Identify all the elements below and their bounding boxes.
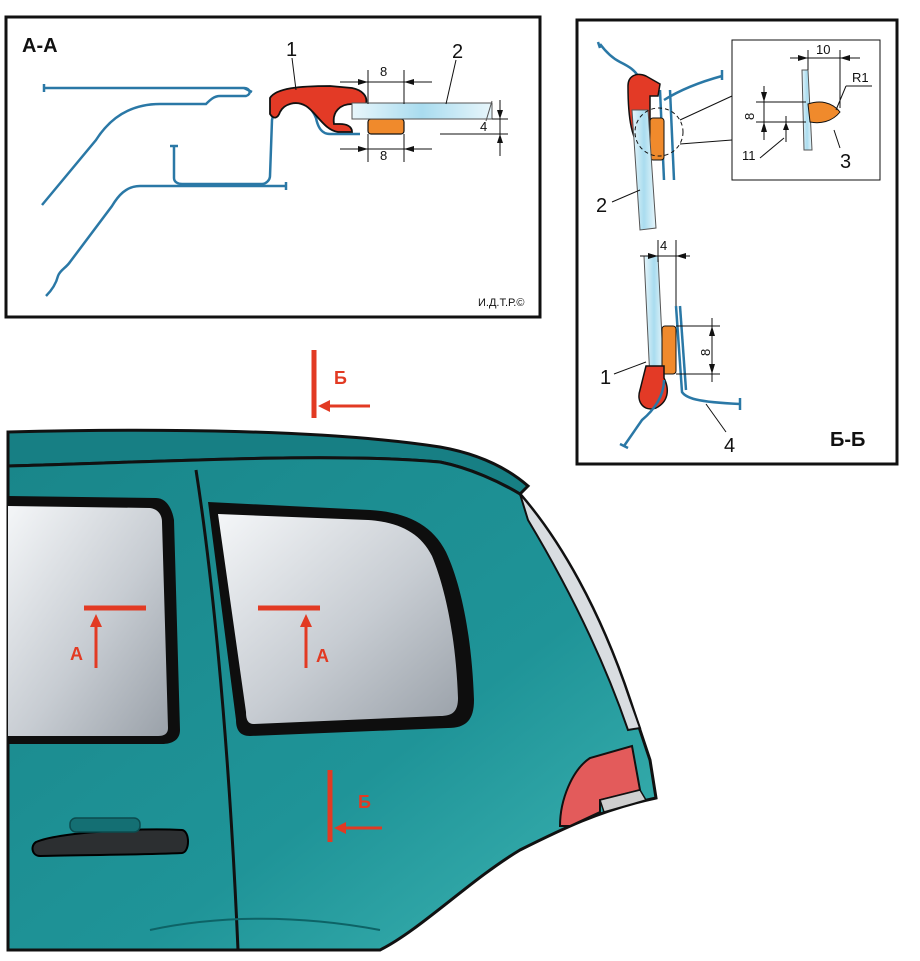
aa-dim-bottom: 8 bbox=[380, 148, 387, 163]
bb-detail-dim-10: 10 bbox=[816, 42, 830, 57]
aa-dim-top: 8 bbox=[380, 64, 387, 79]
section-bb-panel: Б-Б bbox=[575, 18, 899, 466]
marker-a-right-label: А bbox=[316, 646, 329, 666]
marker-b-top: Б bbox=[311, 350, 370, 418]
section-aa-title: А-А bbox=[22, 35, 58, 57]
marker-b-door-label: Б bbox=[358, 792, 371, 812]
bb-callout-3: 3 bbox=[840, 151, 851, 173]
car-body bbox=[6, 428, 658, 952]
aa-dim-thickness: 4 bbox=[480, 119, 487, 134]
marker-b-door: Б bbox=[327, 770, 382, 842]
section-aa-panel: А-А bbox=[4, 15, 542, 319]
marker-a-left-label: А bbox=[70, 644, 83, 664]
bb-detail-dim-8: 8 bbox=[742, 113, 757, 120]
marker-b-top-label: Б bbox=[334, 368, 347, 388]
aa-signature: И.Д.Т.Р.© bbox=[478, 297, 524, 309]
bb-detail-dim-r1: R1 bbox=[852, 70, 869, 85]
marker-a-left: А bbox=[70, 605, 146, 668]
section-bb-title: Б-Б bbox=[830, 429, 865, 451]
bb-callout-2: 2 bbox=[596, 195, 607, 217]
bb-detail-dim-11: 11 bbox=[742, 148, 756, 163]
bb-dim-8: 8 bbox=[698, 349, 713, 356]
bb-callout-4: 4 bbox=[724, 435, 735, 457]
bb-dim-4: 4 bbox=[660, 238, 667, 253]
aa-callout-2: 2 bbox=[452, 41, 463, 63]
bb-callout-1: 1 bbox=[600, 367, 611, 389]
marker-a-right: А bbox=[258, 605, 329, 668]
aa-callout-1: 1 bbox=[286, 39, 297, 61]
